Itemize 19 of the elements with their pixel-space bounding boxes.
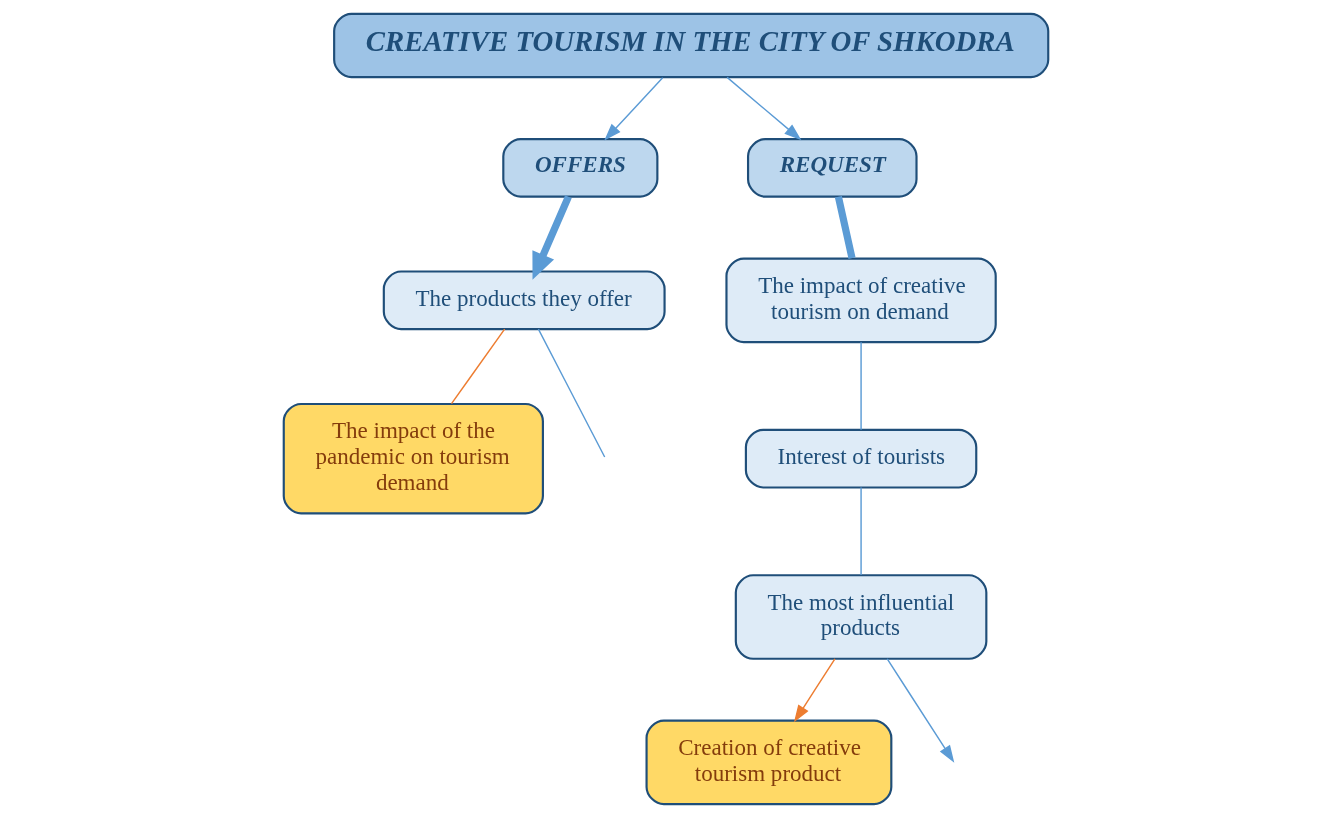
node-box: The impact of the pandemic on tourism demand	[282, 402, 544, 515]
connector	[537, 328, 606, 458]
arrow	[886, 658, 955, 763]
connector	[860, 486, 862, 576]
connector	[450, 328, 506, 405]
node-box: REQUEST	[746, 138, 918, 198]
node-box: The most influential products	[734, 574, 988, 660]
arrow	[532, 195, 572, 280]
connector	[834, 196, 856, 259]
node-box: Creation of creative tourism product	[645, 719, 893, 806]
node-box: The impact of creative tourism on demand	[725, 257, 997, 344]
connector	[860, 341, 862, 431]
node-box: Interest of tourists	[744, 428, 978, 489]
node-box: OFFERS	[502, 138, 659, 198]
arrow	[726, 76, 802, 141]
arrow	[793, 658, 836, 723]
node-box: CREATIVE TOURISM IN THE CITY OF SHKODRA	[333, 12, 1050, 79]
arrow	[604, 76, 664, 141]
node-box: The products they offer	[382, 270, 666, 331]
